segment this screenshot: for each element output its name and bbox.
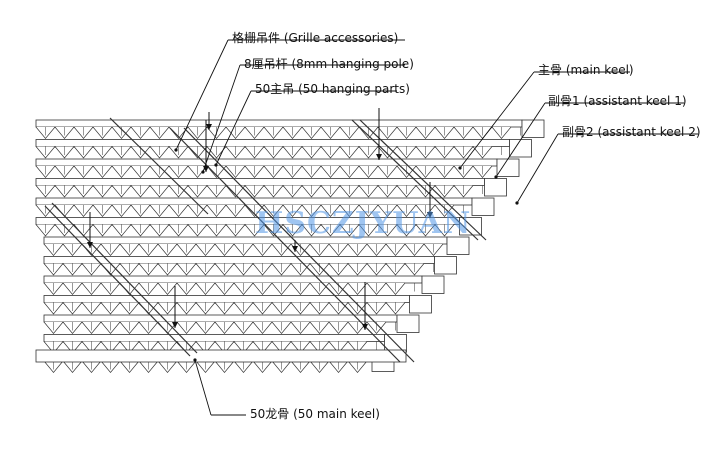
- grille-row-fins: [53, 361, 358, 370]
- label-grille-accessories: 格栅吊件 (Grille accessories): [232, 31, 399, 45]
- grille-row-teeth: [35, 146, 493, 159]
- grille-row-fins: [45, 146, 502, 155]
- grille-row-fins: [45, 205, 464, 214]
- grille-row-band: [35, 139, 510, 147]
- main-keel-line: [109, 117, 209, 215]
- watermark: HSCZJYUAN: [255, 206, 472, 241]
- leader-dot: [193, 358, 197, 362]
- grille-row-end-block: [409, 295, 432, 314]
- hanger-arrowhead: [172, 322, 178, 328]
- leader-line: [215, 90, 397, 166]
- grille-row-end-block: [471, 197, 495, 216]
- grille-row-end-block: [446, 236, 470, 255]
- hanger-arrowhead: [362, 324, 368, 330]
- hanger-arrowhead: [206, 124, 212, 130]
- label-hanging-pole: 8厘吊杆 (8mm hanging pole): [244, 57, 414, 71]
- label-hanging-parts: 50主吊 (50 hanging parts): [255, 82, 410, 96]
- leader-dot: [515, 201, 519, 205]
- leader-dot: [458, 166, 462, 170]
- grille-mesh: [35, 119, 545, 374]
- main-keel-line: [351, 119, 479, 241]
- leader-line: [516, 133, 698, 204]
- grille-row-fins: [53, 263, 434, 272]
- main-keel-line: [183, 127, 415, 363]
- grille-row-fins: [53, 322, 396, 331]
- grille-row-fins: [45, 224, 445, 233]
- grille-row-end-block: [396, 314, 420, 333]
- leader-lines: [174, 39, 698, 416]
- grille-row-fins: [45, 127, 521, 136]
- grille-row-band: [43, 256, 435, 264]
- grille-row-teeth: [35, 165, 493, 179]
- label-main-keel: 主骨 (main keel): [538, 63, 634, 77]
- leader-line: [202, 64, 405, 173]
- hanger-arrowhead: [292, 246, 298, 252]
- grille-row-fins: [53, 283, 415, 292]
- grille-row-fins: [45, 185, 483, 194]
- grille-row-teeth: [43, 321, 387, 335]
- leader-line: [495, 102, 684, 178]
- grille-row-band: [43, 314, 398, 323]
- grille-row-fins: [53, 302, 396, 311]
- grille-row-end-block: [521, 119, 545, 138]
- hanger-arrowhead: [376, 154, 382, 160]
- main-keel-line: [44, 205, 191, 357]
- grille-row-band: [35, 158, 498, 167]
- grille-row-band: [35, 119, 523, 128]
- leader-line: [194, 359, 246, 416]
- grille-row-fins: [53, 244, 434, 253]
- leader-line: [459, 71, 630, 169]
- leader-line: [175, 39, 405, 151]
- grille-row-fins: [45, 166, 483, 175]
- grille-row-fins: [53, 341, 377, 350]
- leader-dot: [214, 163, 218, 167]
- label-assistant-keel-1: 副骨1 (assistant keel 1): [548, 94, 687, 108]
- grille-row-end-block: [421, 275, 445, 294]
- main-keel-line: [51, 202, 198, 354]
- hanger-rods: [87, 108, 433, 330]
- leader-dot: [201, 170, 205, 174]
- main-keel-line: [359, 119, 487, 241]
- leader-dot: [494, 175, 498, 179]
- label-assistant-keel-2: 副骨2 (assistant keel 2): [562, 125, 701, 139]
- grille-row-end-block: [496, 158, 520, 177]
- grille-row-band: [43, 334, 385, 342]
- grille-row-end-block: [484, 178, 507, 197]
- grille-row-end-block: [509, 139, 532, 158]
- hanger-arrowhead: [427, 212, 433, 218]
- leader-dot: [174, 148, 178, 152]
- label-50-main-keel: 50龙骨 (50 main keel): [250, 407, 380, 421]
- grille-row-band: [43, 275, 423, 284]
- grille-bottom-bar: [35, 349, 407, 363]
- grille-row-end-block: [434, 256, 457, 275]
- hanger-arrowhead: [87, 242, 93, 248]
- grille-row-teeth: [43, 263, 425, 276]
